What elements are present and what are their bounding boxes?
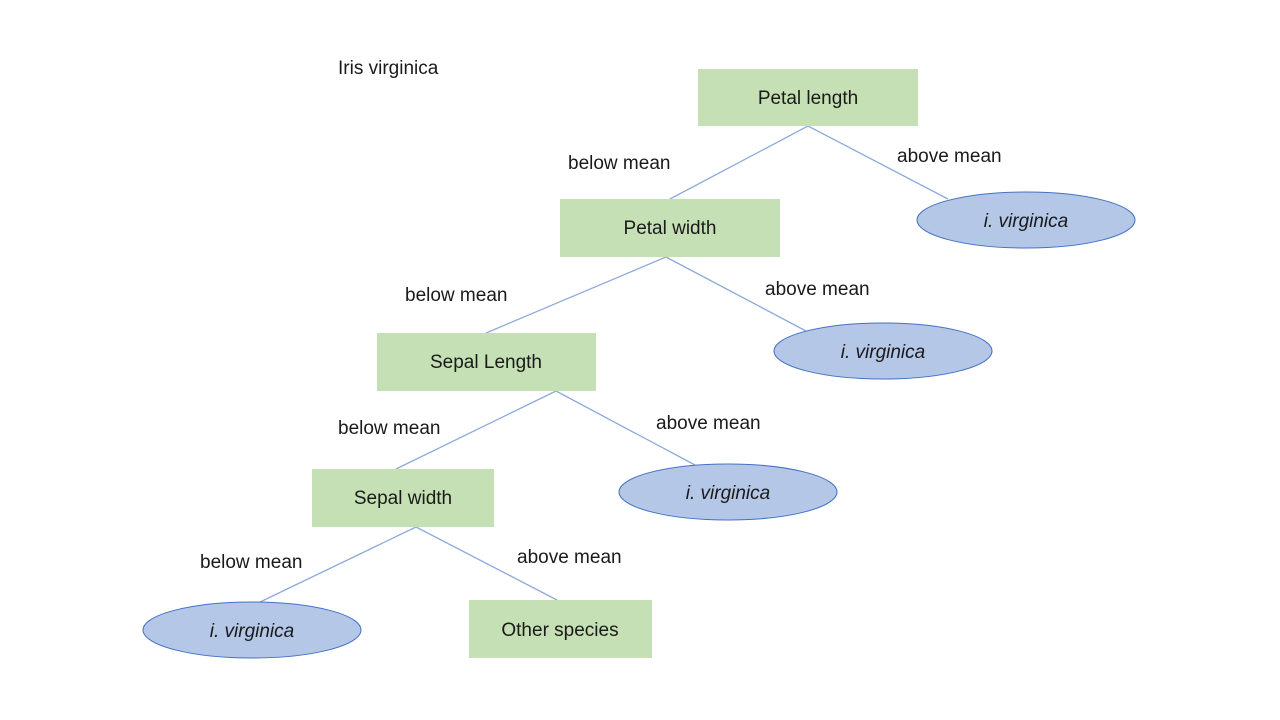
edge-petal-length-to-petal-width — [669, 125, 809, 200]
leaf-node-2-label: i. virginica — [841, 342, 925, 363]
node-other-species: Other species — [469, 600, 652, 658]
edge-petal-width-to-sepal-length — [485, 256, 667, 334]
edge-sepal-length-to-sepal-width — [395, 390, 557, 470]
node-other-species-label: Other species — [501, 620, 618, 641]
edge-sepal-width-to-leaf-4 — [257, 526, 417, 604]
edge-petal-width-to-leaf-2 — [665, 256, 807, 332]
edge-label-sepal-width-above: above mean — [517, 547, 622, 568]
leaf-node-4: i. virginica — [142, 601, 362, 659]
edge-sepal-length-to-leaf-3 — [555, 390, 696, 466]
edge-label-petal-width-below: below mean — [405, 285, 507, 306]
edge-label-petal-length-below: below mean — [568, 153, 670, 174]
node-petal-width-label: Petal width — [624, 218, 717, 239]
edge-label-petal-length-above: above mean — [897, 146, 1002, 167]
node-petal-length: Petal length — [698, 69, 918, 126]
edge-label-petal-width-above: above mean — [765, 279, 870, 300]
leaf-node-1: i. virginica — [916, 191, 1136, 249]
leaf-node-4-label: i. virginica — [210, 621, 294, 642]
node-sepal-length: Sepal Length — [377, 333, 596, 391]
edge-label-sepal-length-above: above mean — [656, 413, 761, 434]
node-sepal-length-label: Sepal Length — [430, 352, 542, 373]
edge-petal-length-to-leaf-1 — [807, 125, 949, 200]
edge-label-sepal-width-below: below mean — [200, 552, 302, 573]
leaf-node-3: i. virginica — [618, 463, 838, 521]
node-petal-width: Petal width — [560, 199, 780, 257]
edge-label-sepal-length-below: below mean — [338, 418, 440, 439]
node-sepal-width-label: Sepal width — [354, 488, 452, 509]
leaf-node-3-label: i. virginica — [686, 483, 770, 504]
diagram-title: Iris virginica — [338, 58, 439, 79]
node-petal-length-label: Petal length — [758, 88, 858, 109]
leaf-node-1-label: i. virginica — [984, 211, 1068, 232]
node-sepal-width: Sepal width — [312, 469, 494, 527]
leaf-node-2: i. virginica — [773, 322, 993, 380]
edge-sepal-width-to-other-species — [415, 526, 558, 601]
